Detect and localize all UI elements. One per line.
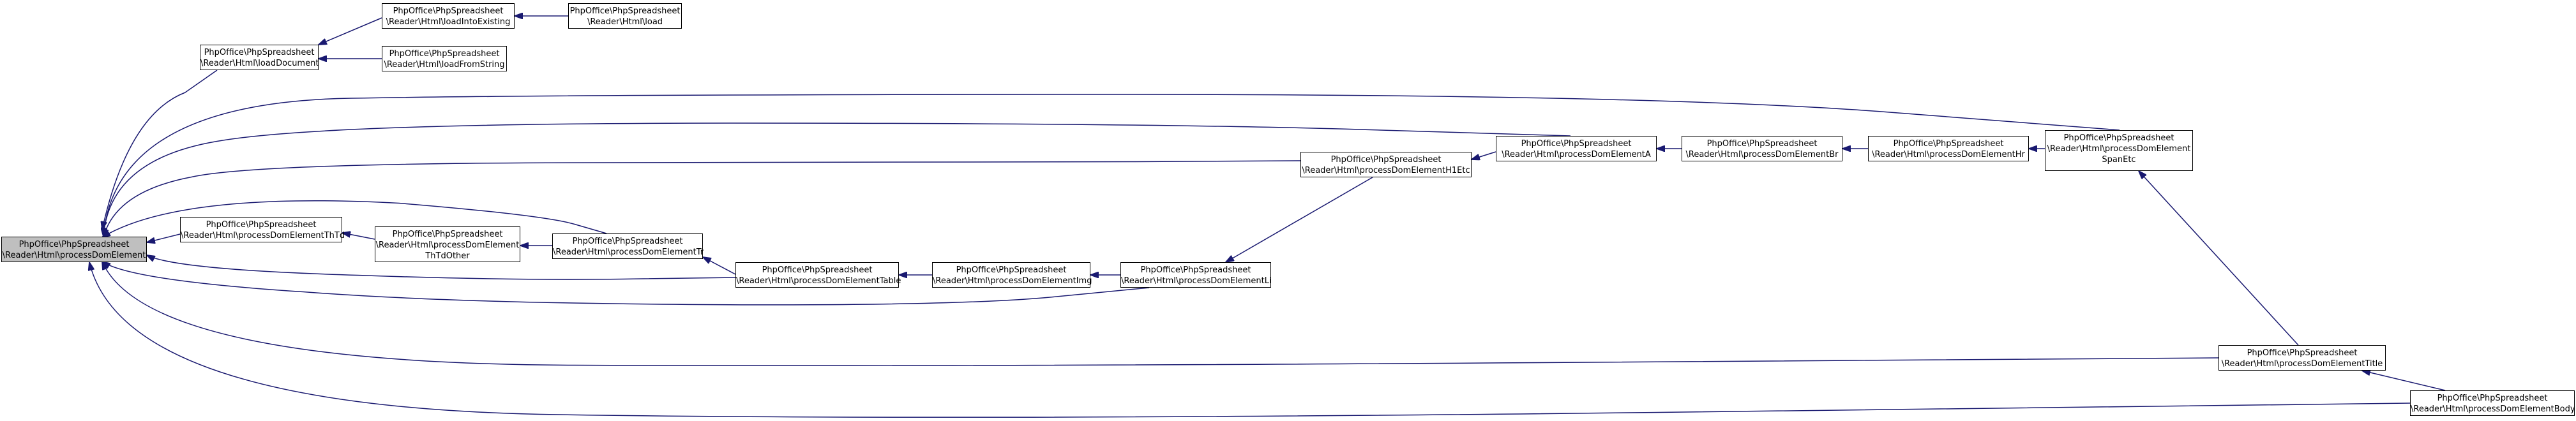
node-label-line: PhpOffice\PhpSpreadsheet xyxy=(206,220,317,230)
node-label-line: \Reader\Html\loadFromString xyxy=(384,60,505,70)
node-label-line: \Reader\Html\processDomElementLi xyxy=(1121,276,1272,286)
node-label-line: PhpOffice\PhpSpreadsheet xyxy=(572,237,683,246)
graph-node-h1etc[interactable]: PhpOffice\PhpSpreadsheet\Reader\Html\pro… xyxy=(1300,152,1472,177)
node-label-line: \Reader\Html\loadDocument xyxy=(200,59,319,68)
call-edge-title-to-spanEtc xyxy=(2139,171,2299,346)
call-edge-loadDocument-to-root xyxy=(102,70,218,230)
graph-node-loadFromString[interactable]: PhpOffice\PhpSpreadsheet\Reader\Html\loa… xyxy=(382,46,507,71)
graph-node-hr[interactable]: PhpOffice\PhpSpreadsheet\Reader\Html\pro… xyxy=(1868,136,2029,161)
graph-node-spanEtc[interactable]: PhpOffice\PhpSpreadsheet\Reader\Html\pro… xyxy=(2045,130,2193,171)
node-label-line: \Reader\Html\processDomElementTitle xyxy=(2221,359,2383,369)
node-label-line: \Reader\Html\processDomElement xyxy=(2,251,146,260)
node-label-line: PhpOffice\PhpSpreadsheet xyxy=(2247,348,2358,358)
call-edge-body-to-root xyxy=(89,262,2411,418)
node-label-line: \Reader\Html\processDomElementHr xyxy=(1872,150,2025,159)
node-label-line: PhpOffice\PhpSpreadsheet xyxy=(2437,394,2548,403)
call-edge-title-to-root xyxy=(102,262,2219,366)
node-label-line: \Reader\Html\processDomElementBody xyxy=(2411,404,2575,414)
node-label-line: \Reader\Html\processDomElementA xyxy=(1502,150,1651,159)
node-label-line: \Reader\Html\processDomElementThTd xyxy=(181,231,345,240)
node-label-line: PhpOffice\PhpSpreadsheet xyxy=(392,230,503,239)
call-edge-thTdOther-to-thTd xyxy=(342,233,375,240)
node-label-line: PhpOffice\PhpSpreadsheet xyxy=(389,49,500,59)
call-edge-tr-to-root xyxy=(102,200,607,237)
graph-node-li[interactable]: PhpOffice\PhpSpreadsheet\Reader\Html\pro… xyxy=(1120,262,1272,288)
call-edge-table-to-root xyxy=(147,255,736,280)
graph-node-table[interactable]: PhpOffice\PhpSpreadsheet\Reader\Html\pro… xyxy=(735,262,901,288)
node-label-line: \Reader\Html\processDomElementTable xyxy=(736,276,901,286)
node-label-line: \Reader\Html\processDomElementBr xyxy=(1685,150,1839,159)
node-label-line: PhpOffice\PhpSpreadsheet xyxy=(1140,265,1251,275)
node-label-line: PhpOffice\PhpSpreadsheet xyxy=(1330,155,1442,165)
node-label-line: PhpOffice\PhpSpreadsheet xyxy=(393,6,504,16)
node-label-line: PhpOffice\PhpSpreadsheet xyxy=(1706,139,1818,149)
graph-node-img[interactable]: PhpOffice\PhpSpreadsheet\Reader\Html\pro… xyxy=(932,262,1092,288)
node-label-line: \Reader\Html\processDomElement xyxy=(375,240,520,250)
node-label-line: PhpOffice\PhpSpreadsheet xyxy=(204,48,315,57)
node-label-line: \Reader\Html\processDomElementH1Etc xyxy=(1302,166,1470,175)
graph-node-thTd[interactable]: PhpOffice\PhpSpreadsheet\Reader\Html\pro… xyxy=(180,217,345,242)
node-label-line: SpanEtc xyxy=(2102,155,2136,165)
call-edge-spanEtc-to-root xyxy=(103,94,2120,236)
call-edge-body-to-title xyxy=(2362,371,2446,391)
call-edge-a-to-h1etc xyxy=(1472,151,1496,159)
node-label-line: \Reader\Html\load xyxy=(587,17,663,27)
graph-node-title[interactable]: PhpOffice\PhpSpreadsheet\Reader\Html\pro… xyxy=(2218,345,2386,371)
graph-node-body[interactable]: PhpOffice\PhpSpreadsheet\Reader\Html\pro… xyxy=(2410,390,2575,416)
node-label-line: \Reader\Html\processDomElement xyxy=(2047,144,2191,154)
node-label-line: PhpOffice\PhpSpreadsheet xyxy=(1521,139,1632,149)
call-edge-table-to-tr xyxy=(703,257,736,275)
node-label-line: PhpOffice\PhpSpreadsheet xyxy=(956,265,1067,275)
graph-node-load[interactable]: PhpOffice\PhpSpreadsheet\Reader\Html\loa… xyxy=(568,3,682,29)
graph-node-br[interactable]: PhpOffice\PhpSpreadsheet\Reader\Html\pro… xyxy=(1682,136,1842,161)
node-label-line: \Reader\Html\processDomElementTr xyxy=(553,247,704,257)
call-edge-thTd-to-root xyxy=(147,233,181,242)
node-label-line: PhpOffice\PhpSpreadsheet xyxy=(569,6,681,16)
graph-node-a[interactable]: PhpOffice\PhpSpreadsheet\Reader\Html\pro… xyxy=(1496,136,1657,161)
node-label-line: PhpOffice\PhpSpreadsheet xyxy=(762,265,873,275)
node-label-line: ThTdOther xyxy=(425,251,470,261)
call-edge-h1etc-to-root xyxy=(103,160,1301,237)
node-label-line: PhpOffice\PhpSpreadsheet xyxy=(1893,139,2004,149)
graph-node-tr[interactable]: PhpOffice\PhpSpreadsheet\Reader\Html\pro… xyxy=(552,233,704,259)
call-edge-li-to-root xyxy=(102,262,1150,306)
call-edge-a-to-root xyxy=(103,122,1571,237)
node-label-line: \Reader\Html\loadIntoExisting xyxy=(386,17,511,27)
call-edge-h1etc-to-li xyxy=(1226,177,1373,262)
node-label-line: PhpOffice\PhpSpreadsheet xyxy=(2063,133,2174,143)
graph-node-root: PhpOffice\PhpSpreadsheet \Reader\Html\pro… xyxy=(1,237,147,262)
node-label-line: PhpOffice\PhpSpreadsheet xyxy=(19,240,130,249)
call-edge-loadIntoExisting-to-loadDocument xyxy=(319,17,382,45)
graph-node-loadDocument[interactable]: PhpOffice\PhpSpreadsheet \Reader\Html\loa… xyxy=(200,45,319,70)
graph-node-loadIntoExisting[interactable]: PhpOffice\PhpSpreadsheet\Reader\Html\loa… xyxy=(382,3,515,29)
node-label-line: \Reader\Html\processDomElementImg xyxy=(933,276,1092,286)
graph-node-thTdOther[interactable]: PhpOffice\PhpSpreadsheet\Reader\Html\pro… xyxy=(375,226,520,262)
